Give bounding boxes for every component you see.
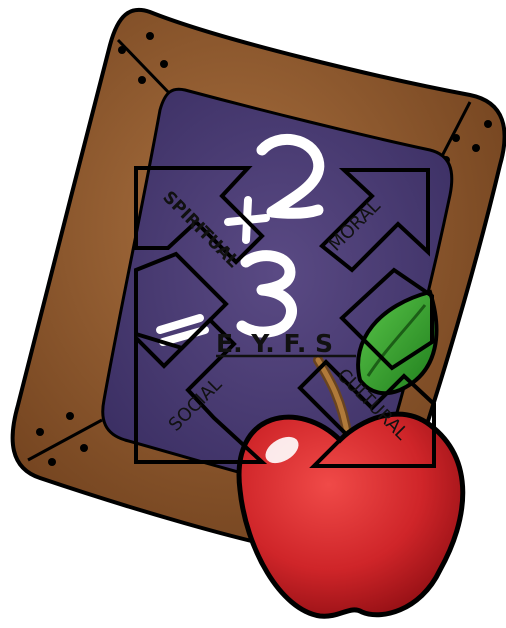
center-label-eyfs: E. Y. F. S bbox=[216, 329, 333, 358]
